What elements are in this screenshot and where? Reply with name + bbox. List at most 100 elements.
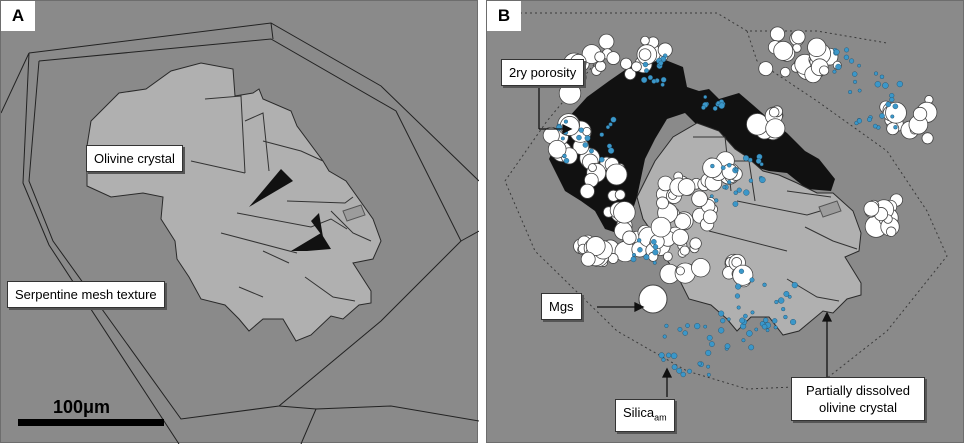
magnesite-grain xyxy=(758,61,774,76)
silica-grain xyxy=(848,90,853,95)
silica-grain xyxy=(890,114,895,119)
silica-grain xyxy=(726,162,732,168)
silica-grain xyxy=(563,157,570,164)
silica-grain xyxy=(687,368,692,374)
magnesite-grain xyxy=(765,118,786,139)
silica-grain xyxy=(652,249,659,256)
silica-grain xyxy=(608,122,613,127)
silica-grain xyxy=(856,118,862,124)
silica-grain xyxy=(761,323,768,330)
magnesite-grain xyxy=(585,236,606,256)
silica-grain xyxy=(879,113,885,119)
silica-grain xyxy=(787,294,792,299)
magnesite-grain xyxy=(807,37,827,57)
magnesite-grain xyxy=(638,48,652,61)
silica-grain xyxy=(749,277,755,283)
silica-grain xyxy=(748,344,755,351)
silica-grain xyxy=(706,364,711,369)
olivine-crystal xyxy=(86,62,382,342)
magnesite-grain xyxy=(613,201,636,224)
silica-grain xyxy=(783,314,788,320)
magnesite-grain xyxy=(691,190,708,207)
silica-grain xyxy=(637,247,643,253)
silica-grain xyxy=(562,153,567,159)
silica-grain xyxy=(772,318,778,324)
magnesite-grain xyxy=(679,245,690,256)
silica-grain xyxy=(658,352,665,359)
silica-grain xyxy=(763,317,769,323)
silica-grain xyxy=(748,178,754,183)
magnesite-grain xyxy=(614,189,626,201)
silica-grain xyxy=(889,97,895,103)
magnesite-grain xyxy=(547,139,567,159)
panel-a: A Olivine crystal Serpentine mesh textur… xyxy=(0,0,479,444)
magnesite-grain xyxy=(675,266,685,276)
silica-grain xyxy=(718,327,725,334)
mgs-label: Mgs xyxy=(541,293,582,320)
silica-grain xyxy=(735,283,742,290)
silica-grain xyxy=(703,95,708,99)
inset-rectangle xyxy=(342,204,366,222)
silica-grain xyxy=(605,125,610,130)
silica-grain xyxy=(710,163,715,169)
magnesite-grain xyxy=(631,61,642,73)
silica-grain xyxy=(734,293,741,299)
silica-grain xyxy=(852,71,858,77)
void-2 xyxy=(291,233,331,251)
silica-grain xyxy=(727,180,732,185)
silica-grain xyxy=(560,136,565,141)
silica-grain xyxy=(556,124,563,131)
silica-grain xyxy=(759,176,766,184)
magnesite-grain xyxy=(580,251,596,267)
magnesite-grain xyxy=(594,51,606,63)
panel-b-letter: B xyxy=(487,1,521,31)
void-3 xyxy=(311,213,323,237)
serpentine-mesh-label: Serpentine mesh texture xyxy=(7,281,165,308)
silica-grain xyxy=(879,74,885,79)
silica-grain xyxy=(833,49,840,55)
pointer-arrows xyxy=(538,85,833,397)
silica-grain xyxy=(773,325,778,330)
crystal-fractures xyxy=(190,95,372,302)
silica-grain xyxy=(790,318,797,326)
magnesite-grain xyxy=(650,216,672,238)
silica-grain xyxy=(582,142,589,148)
silica-grain xyxy=(720,165,726,171)
magnesite-grain xyxy=(624,67,637,81)
magnesite-grains xyxy=(542,26,938,314)
silica-grain xyxy=(636,238,642,243)
magnesite-grain xyxy=(819,65,830,76)
silica-grain xyxy=(703,324,708,329)
silica-grain xyxy=(563,119,568,124)
silica-grain xyxy=(746,330,753,337)
silica-grain xyxy=(885,101,892,108)
silica-grain xyxy=(724,343,731,350)
panel-b: B 2ry porosity Mgs Silicaam Partially di… xyxy=(486,0,964,443)
silica-grain xyxy=(778,297,785,304)
silica-grain xyxy=(743,189,750,196)
silica-grain xyxy=(781,307,786,312)
magnesite-grain xyxy=(732,264,754,286)
silica-grain xyxy=(765,328,770,333)
silica-grain xyxy=(718,310,725,317)
scale-bar-label: 100μm xyxy=(53,397,111,417)
magnesite-grain xyxy=(622,230,637,245)
silica-grain xyxy=(853,79,857,84)
magnesite-grain xyxy=(594,60,607,72)
silica-grain xyxy=(741,338,746,343)
silica-grain xyxy=(660,76,667,83)
silica-grain xyxy=(720,318,726,324)
silica-grain xyxy=(734,167,739,172)
silica-grain xyxy=(576,134,582,141)
silica-grain xyxy=(671,364,678,370)
silica-grain xyxy=(896,80,903,88)
magnesite-grain xyxy=(885,101,907,124)
magnesite-grain xyxy=(620,57,633,70)
silica-grain xyxy=(651,239,657,245)
silica-grain xyxy=(843,54,850,60)
magnesite-grain xyxy=(598,33,615,50)
silica-grain xyxy=(658,60,664,66)
silica-grain xyxy=(670,352,678,360)
silica-grain xyxy=(662,334,667,339)
silica-grain xyxy=(714,198,719,203)
